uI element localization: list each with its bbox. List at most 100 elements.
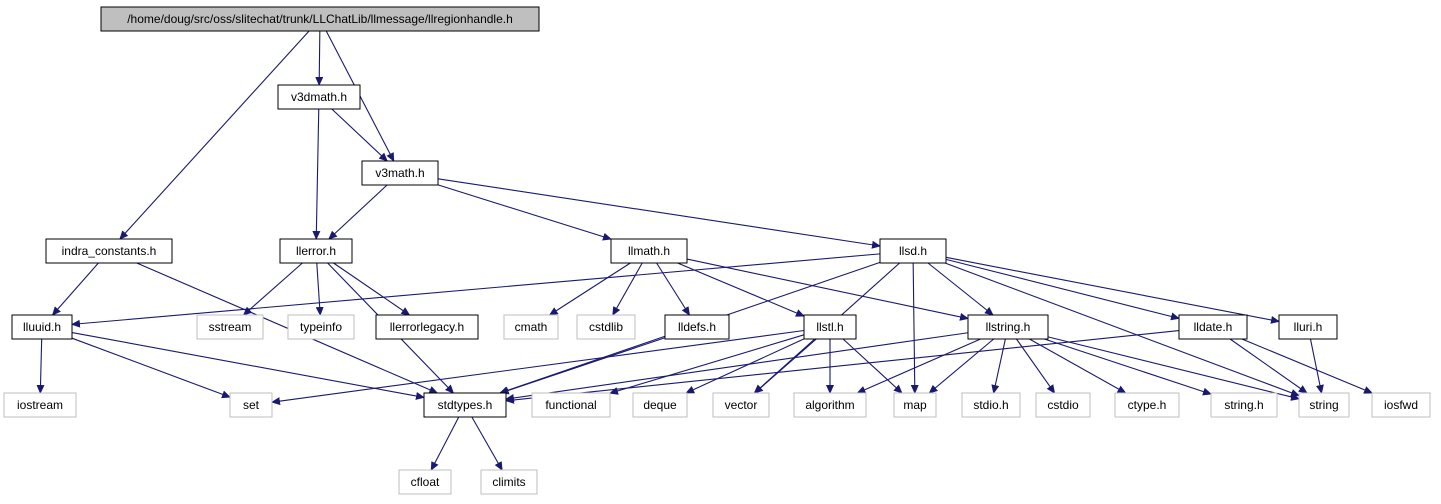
node-climits: climits: [480, 469, 538, 495]
node-label-map: map: [903, 398, 927, 412]
node-box-cmath: [503, 314, 559, 340]
edge-llerror-to-typeinfo: [315, 262, 324, 316]
node-box-iostream: [3, 392, 77, 418]
node-lluri[interactable]: lluri.h: [1278, 314, 1338, 340]
node-cstdlib: cstdlib: [576, 314, 636, 340]
edge-llmath-to-llstl: [677, 262, 805, 317]
node-box-llerror: [279, 238, 353, 264]
edge-llstl-to-deque: [685, 338, 805, 394]
edge-llstring-to-stdio: [991, 338, 1006, 394]
node-box-string: [1298, 392, 1350, 418]
node-lldefs[interactable]: lldefs.h: [664, 314, 730, 340]
node-lldate[interactable]: lldate.h: [1178, 314, 1248, 340]
node-v3math[interactable]: v3math.h: [361, 160, 439, 186]
node-box-indra_constants: [45, 238, 173, 264]
node-box-stringh: [1210, 392, 1278, 418]
node-label-lluuid: lluuid.h: [23, 320, 61, 334]
edge-llsd-to-lldate: [945, 258, 1180, 321]
node-map: map: [893, 392, 937, 418]
edge-llstring-to-ctype: [1029, 338, 1127, 394]
edge-root-to-v3dmath: [315, 30, 324, 86]
edge-lldate-to-iosfwd: [1241, 338, 1374, 394]
node-root[interactable]: /home/doug/src/oss/slitechat/trunk/LLCha…: [100, 6, 540, 32]
node-label-sstream: sstream: [209, 320, 252, 334]
node-label-iostream: iostream: [17, 398, 63, 412]
edge-llstring-to-algorithm: [856, 338, 981, 394]
edge-llstring-to-cstdio: [1016, 338, 1056, 394]
node-label-typeinfo: typeinfo: [300, 320, 342, 334]
node-label-iosfwd: iosfwd: [1384, 398, 1418, 412]
node-box-cfloat: [398, 469, 452, 495]
node-box-typeinfo: [287, 314, 355, 340]
node-label-indra_constants: indra_constants.h: [62, 244, 157, 258]
edge-llstring-to-stdtypes: [505, 332, 969, 402]
edge-lldefs-to-stdtypes: [499, 337, 666, 395]
node-box-llmath: [610, 238, 688, 264]
node-llerrorlegacy[interactable]: llerrorlegacy.h: [375, 314, 479, 340]
node-label-cfloat: cfloat: [411, 475, 440, 489]
edge-llstl-to-set: [271, 329, 805, 406]
node-llmath[interactable]: llmath.h: [610, 238, 688, 264]
node-box-climits: [480, 469, 538, 495]
node-box-deque: [632, 392, 688, 418]
node-box-llstl: [803, 314, 857, 340]
edge-llstl-to-vector: [753, 338, 817, 394]
edge-lluuid-to-iostream: [36, 338, 45, 394]
edge-v3math-to-llmath: [437, 184, 612, 241]
node-label-llmath: llmath.h: [628, 244, 670, 258]
edge-llerror-to-llerrorlegacy: [333, 262, 411, 316]
node-stdtypes[interactable]: stdtypes.h: [423, 392, 507, 418]
node-cfloat: cfloat: [398, 469, 452, 495]
node-label-deque: deque: [643, 398, 677, 412]
node-lluuid[interactable]: lluuid.h: [11, 314, 73, 340]
node-algorithm: algorithm: [793, 392, 867, 418]
edge-root-to-indra_constants: [119, 30, 310, 240]
edge-llmath-to-llstring: [686, 258, 969, 321]
edge-llmath-to-cmath: [548, 262, 631, 316]
node-indra_constants[interactable]: indra_constants.h: [45, 238, 173, 264]
edge-v3dmath-to-v3math: [331, 108, 388, 162]
node-llstring[interactable]: llstring.h: [967, 314, 1049, 340]
node-label-lldefs: lldefs.h: [678, 320, 716, 334]
node-label-llerror: llerror.h: [296, 244, 336, 258]
node-box-stdio: [961, 392, 1021, 418]
node-label-llstl: llstl.h: [816, 320, 843, 334]
node-box-stdtypes: [423, 392, 507, 418]
node-v3dmath[interactable]: v3dmath.h: [277, 84, 361, 110]
node-llstl[interactable]: llstl.h: [803, 314, 857, 340]
edge-lldate-to-stdtypes: [505, 329, 1180, 404]
node-label-lluri: lluri.h: [1294, 320, 1323, 334]
node-label-ctype: ctype.h: [1128, 398, 1167, 412]
node-stringh: string.h: [1210, 392, 1278, 418]
node-box-lluri: [1278, 314, 1338, 340]
node-label-string: string: [1309, 398, 1338, 412]
nodes-layer: /home/doug/src/oss/slitechat/trunk/LLCha…: [3, 6, 1431, 495]
node-label-lldate: lldate.h: [1194, 320, 1233, 334]
node-box-cstdio: [1035, 392, 1091, 418]
node-box-llstring: [967, 314, 1049, 340]
node-vector: vector: [712, 392, 770, 418]
node-box-iosfwd: [1371, 392, 1431, 418]
node-llerror[interactable]: llerror.h: [279, 238, 353, 264]
edge-llstl-to-functional: [609, 334, 805, 395]
node-label-llstring: llstring.h: [986, 320, 1031, 334]
node-box-v3math: [361, 160, 439, 186]
node-box-ctype: [1114, 392, 1180, 418]
node-box-lldefs: [664, 314, 730, 340]
edge-stdtypes-to-climits: [471, 416, 503, 471]
node-box-llerrorlegacy: [375, 314, 479, 340]
node-label-cstdlib: cstdlib: [589, 320, 623, 334]
node-box-llsd: [879, 238, 947, 264]
node-cstdio: cstdio: [1035, 392, 1091, 418]
node-set: set: [229, 392, 273, 418]
node-label-v3dmath: v3dmath.h: [291, 90, 347, 104]
node-label-stdio: stdio.h: [973, 398, 1008, 412]
edge-lluri-to-string: [1309, 338, 1324, 394]
edge-llsd-to-lluuid: [71, 253, 881, 328]
edge-llsd-to-llstring: [927, 262, 994, 316]
node-label-stdtypes: stdtypes.h: [438, 398, 493, 412]
node-box-root: [100, 6, 540, 32]
node-label-llerrorlegacy: llerrorlegacy.h: [390, 320, 464, 334]
node-llsd[interactable]: llsd.h: [879, 238, 947, 264]
